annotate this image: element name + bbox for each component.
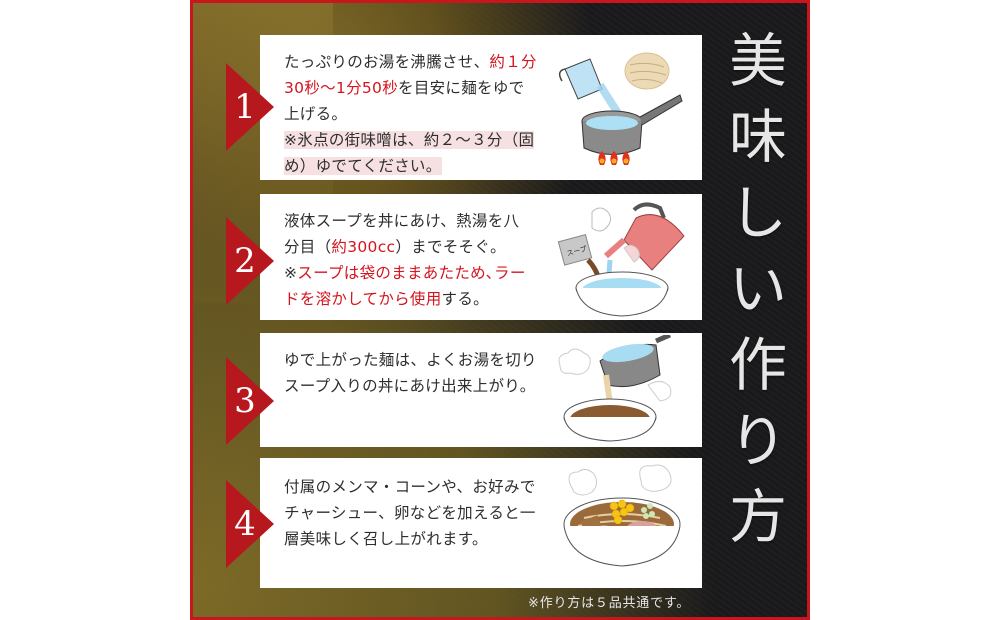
step-number: 3 xyxy=(234,381,256,421)
step-marker-2: 2 xyxy=(226,217,274,305)
finished-ramen-bowl-icon xyxy=(552,462,692,586)
pot-draining-noodles-into-bowl-icon xyxy=(552,332,692,449)
step-number: 4 xyxy=(234,504,256,544)
step-card-1: たっぷりのお湯を沸騰させ、約１分 30秒〜1分50秒を目安に麺をゆで 上げる。 … xyxy=(260,35,702,180)
step-card-4: 付属のメンマ・コーンや、お好みで チャーシュー、卵などを加えると一 層美味しく召… xyxy=(260,458,702,588)
title-char: 作 xyxy=(728,331,787,399)
text: たっぷりのお湯を沸騰させ、 xyxy=(284,53,490,71)
pot-boiling-water-with-noodles-icon xyxy=(552,43,692,177)
text: ※ xyxy=(284,264,298,282)
step-number: 2 xyxy=(234,241,256,281)
text: ゆで上がった麺は、よくお湯を切り xyxy=(284,351,537,369)
text: スープ入りの丼にあけ出来上がり。 xyxy=(284,377,536,395)
step-card-2: 液体スープを丼にあけ、熱湯を八 分目（約300cc）までそそぐ。 ※スープは袋の… xyxy=(260,194,702,320)
text-red: 約１分 xyxy=(489,53,537,71)
text: チャーシュー、卵などを加えると一 xyxy=(284,504,536,522)
text-highlight: ※氷点の街味噌は、約２〜３分（固 xyxy=(284,131,535,149)
step-marker-4: 4 xyxy=(226,480,274,568)
text: 付属のメンマ・コーンや、お好みで xyxy=(284,478,536,496)
text: ）までそそぐ。 xyxy=(395,238,506,256)
title-char: い xyxy=(728,255,787,323)
step-number: 1 xyxy=(234,87,256,127)
step-4-text: 付属のメンマ・コーンや、お好みで チャーシュー、卵などを加えると一 層美味しく召… xyxy=(284,474,574,552)
text-red: 30秒〜1分50秒 xyxy=(284,79,399,97)
text: を目安に麺をゆで xyxy=(398,79,525,97)
text: する。 xyxy=(441,290,489,308)
text: 分目（ xyxy=(284,238,332,256)
title-char: 方 xyxy=(728,483,787,551)
page-title: 美 味 し い 作 り 方 xyxy=(723,23,793,555)
text-red: ドを溶かしてから使用 xyxy=(284,290,442,308)
kettle-pouring-soup-bowl-icon: スープ xyxy=(552,198,692,322)
text: 上げる。 xyxy=(284,105,348,123)
text-red: 約300cc xyxy=(331,238,396,256)
step-marker-1: 1 xyxy=(226,63,274,151)
step-card-3: ゆで上がった麺は、よくお湯を切り スープ入りの丼にあけ出来上がり。 xyxy=(260,332,702,449)
step-2-text: 液体スープを丼にあけ、熱湯を八 分目（約300cc）までそそぐ。 ※スープは袋の… xyxy=(284,208,574,312)
title-char: 美 xyxy=(728,27,787,95)
step-marker-3: 3 xyxy=(226,357,274,445)
step-1-text: たっぷりのお湯を沸騰させ、約１分 30秒〜1分50秒を目安に麺をゆで 上げる。 … xyxy=(284,49,574,179)
recipe-panel: たっぷりのお湯を沸騰させ、約１分 30秒〜1分50秒を目安に麺をゆで 上げる。 … xyxy=(190,0,810,620)
text: 液体スープを丼にあけ、熱湯を八 xyxy=(284,212,520,230)
step-3-text: ゆで上がった麺は、よくお湯を切り スープ入りの丼にあけ出来上がり。 xyxy=(284,347,574,399)
text: 層美味しく召し上がれます。 xyxy=(284,530,488,548)
title-char: り xyxy=(728,407,787,475)
footnote: ※作り方は５品共通です。 xyxy=(528,596,691,611)
text-highlight: め）ゆでてください。 xyxy=(284,157,442,175)
text-red: スープは袋のままあたため､ラー xyxy=(297,264,526,282)
title-char: し xyxy=(728,179,787,247)
title-char: 味 xyxy=(728,103,787,171)
